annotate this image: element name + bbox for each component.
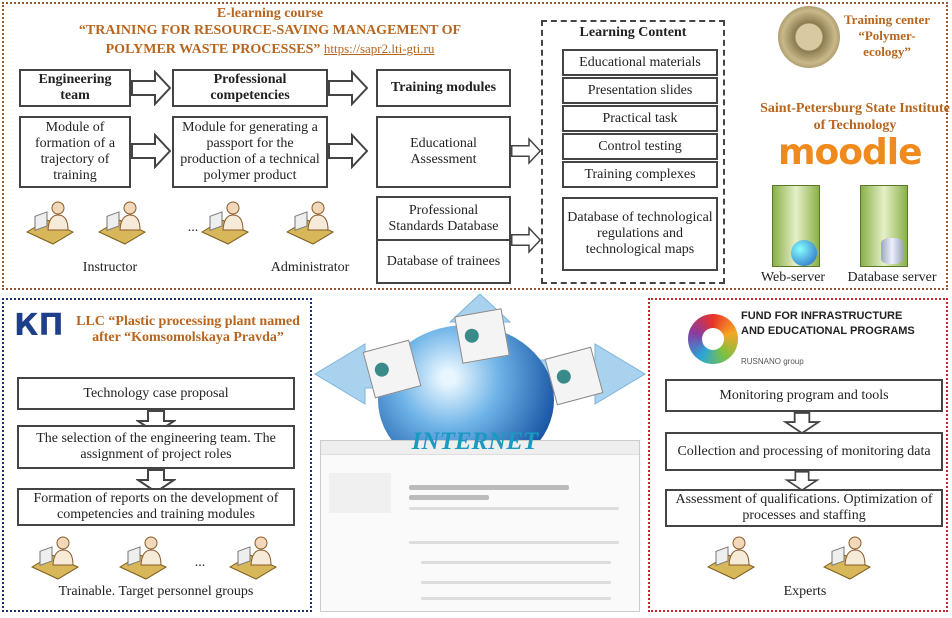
person-icon (200, 200, 250, 245)
fund-frame (648, 298, 948, 612)
training-center-seal-logo (778, 6, 840, 68)
plant-step: The selection of the engineering team. T… (17, 425, 295, 469)
arrow-down-icon (782, 412, 822, 434)
arrow-right-icon (511, 222, 541, 258)
educational-assessment-box: Educational Assessment (376, 116, 511, 188)
experts-label: Experts (783, 584, 827, 599)
course-title-line2: POLYMER WASTE PROCESSES” https://sapr2.l… (60, 41, 480, 58)
fund-step: Monitoring program and tools (665, 379, 943, 412)
moodle-logo: moodle (778, 132, 923, 173)
engineering-team-box: Engineering team (19, 69, 131, 107)
arrow-right-icon (328, 133, 368, 169)
plant-frame (2, 298, 312, 612)
person-icon (97, 200, 147, 245)
arrow-right-icon (131, 133, 171, 169)
database-server-label: Database server (847, 270, 937, 285)
person-icon (118, 535, 168, 580)
plant-title: LLC “Plastic processing plant named afte… (76, 314, 300, 345)
institute-label: Saint-Petersburg State Institute of Tech… (760, 101, 950, 133)
ellipsis: ... (187, 220, 199, 235)
web-server-label: Web-server (760, 270, 826, 285)
content-item: Presentation slides (562, 77, 718, 104)
training-modules-box: Training modules (376, 69, 511, 107)
administrator-label: Administrator (270, 260, 350, 275)
person-icon (285, 200, 335, 245)
content-item: Training complexes (562, 161, 718, 188)
person-icon (30, 535, 80, 580)
person-icon (706, 535, 756, 580)
plant-logo: КП (14, 308, 64, 343)
professional-competencies-box: Professional competencies (172, 69, 328, 107)
passport-module-box: Module for generating a passport for the… (172, 116, 328, 188)
database-server-icon (860, 185, 908, 267)
content-item: Control testing (562, 133, 718, 160)
elearning-course-frame (2, 2, 948, 290)
course-url-link[interactable]: https://sapr2.lti-gti.ru (323, 41, 435, 56)
person-icon (822, 535, 872, 580)
arrow-right-icon (328, 70, 368, 106)
person-icon (25, 200, 75, 245)
learning-content-frame (541, 20, 725, 284)
course-title-line1: “TRAINING FOR RESOURCE-SAVING MANAGEMENT… (78, 23, 462, 38)
training-center-label: Training center “Polymer-ecology” (843, 12, 931, 59)
plant-step: Formation of reports on the development … (17, 488, 295, 526)
course-label: E-learning course (216, 6, 324, 21)
ellipsis: ... (194, 555, 206, 570)
arrow-right-icon (511, 133, 541, 169)
rusnano-group-label: RUSNANO group (741, 357, 804, 366)
course-title-text: POLYMER WASTE PROCESSES” (105, 42, 321, 57)
learning-content-title: Learning Content (579, 25, 687, 40)
professional-standards-db-box: Professional Standards Database (376, 196, 511, 241)
person-icon (228, 535, 278, 580)
trainees-db-box: Database of trainees (376, 239, 511, 284)
instructor-label: Instructor (82, 260, 138, 275)
content-item: Practical task (562, 105, 718, 132)
technological-regulations-db-box: Database of technological regulations an… (562, 197, 718, 271)
webpage-icon (454, 308, 510, 364)
plant-step: Technology case proposal (17, 377, 295, 410)
arrow-right-icon (131, 70, 171, 106)
trajectory-module-box: Module of formation of a trajectory of t… (19, 116, 131, 188)
moodle-site-screenshot (320, 440, 640, 612)
internet-label: INTERNET (411, 428, 539, 455)
trainable-label: Trainable. Target personnel groups (58, 584, 254, 599)
fund-step: Assessment of qualifications. Optimizati… (665, 489, 943, 527)
arrow-down-icon (782, 471, 822, 491)
fund-logo (688, 314, 738, 364)
content-item: Educational materials (562, 49, 718, 76)
fund-step: Collection and processing of monitoring … (665, 432, 943, 471)
web-server-icon (772, 185, 820, 267)
fund-name: FUND FOR INFRASTRUCTURE AND EDUCATIONAL … (741, 310, 915, 337)
